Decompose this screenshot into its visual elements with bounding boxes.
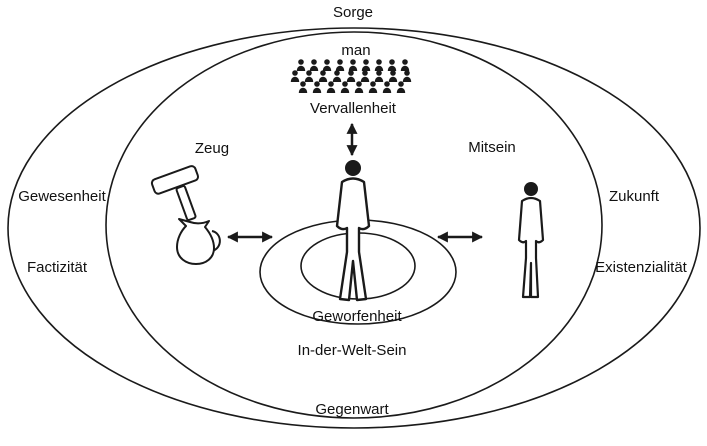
dasein-figure-icon bbox=[335, 160, 371, 302]
label-geworfenheit: Geworfenheit bbox=[312, 308, 402, 325]
label-gewesenheit: Gewesenheit bbox=[18, 188, 106, 205]
label-factizitaet: Factizität bbox=[27, 259, 88, 276]
label-zeug: Zeug bbox=[195, 140, 229, 157]
hammer-icon bbox=[150, 165, 200, 221]
jug-icon bbox=[176, 218, 221, 265]
inner-ellipse bbox=[105, 31, 603, 419]
label-vervallenheit: Vervallenheit bbox=[310, 100, 397, 117]
mitsein-figure-icon bbox=[517, 182, 545, 299]
crowd-icon bbox=[290, 59, 412, 93]
label-zukunft: Zukunft bbox=[609, 188, 660, 205]
label-man: man bbox=[341, 42, 370, 59]
label-in-der-welt-sein: In-der-Welt-Sein bbox=[298, 342, 407, 359]
label-sorge: Sorge bbox=[333, 4, 373, 21]
outer-ellipse bbox=[7, 27, 701, 429]
label-mitsein: Mitsein bbox=[468, 139, 516, 156]
label-gegenwart: Gegenwart bbox=[315, 401, 389, 418]
label-existenzialitaet: Existenzialität bbox=[595, 259, 688, 276]
